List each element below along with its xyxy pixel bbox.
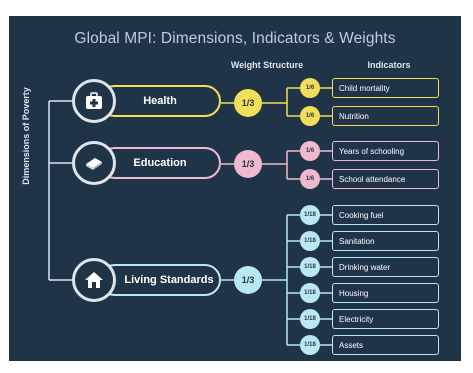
subweight-electricity: 1/18 — [300, 309, 320, 329]
weight-health: 1/3 — [234, 89, 262, 117]
subweight-child-mortality: 1/6 — [300, 78, 320, 98]
dimension-health: Health — [99, 85, 221, 117]
indicators-header: Indicators — [367, 60, 411, 70]
dimensions-axis-label: Dimensions of Poverty — [21, 87, 31, 185]
book-icon — [72, 141, 116, 185]
connector-lines — [48, 87, 332, 346]
subweight-housing: 1/18 — [300, 283, 320, 303]
subweight-drinking-water: 1/18 — [300, 257, 320, 277]
dimension-education: Education — [99, 147, 221, 179]
weight-structure-header: Weight Structure — [230, 60, 304, 70]
first-aid-kit-icon — [72, 79, 116, 123]
subweight-nutrition: 1/6 — [300, 106, 320, 126]
indicator-electricity: Electricity — [332, 309, 439, 329]
weight-living-standards: 1/3 — [234, 266, 262, 294]
house-icon — [72, 258, 116, 302]
dimension-living-standards-label: Living Standards — [124, 274, 214, 286]
indicator-cooking-fuel: Cooking fuel — [332, 205, 439, 225]
subweight-school-attendance: 1/6 — [300, 169, 320, 189]
indicator-child-mortality: Child mortality — [332, 78, 439, 98]
subweight-assets: 1/18 — [300, 335, 320, 355]
indicator-sanitation: Sanitation — [332, 231, 439, 251]
subweight-cooking-fuel: 1/18 — [300, 205, 320, 225]
weight-education: 1/3 — [234, 150, 262, 178]
indicator-years-of-schooling: Years of schooling — [332, 141, 439, 161]
indicator-housing: Housing — [332, 283, 439, 303]
mpi-diagram-panel: Global MPI: Dimensions, Indicators & Wei… — [9, 16, 461, 361]
diagram-title: Global MPI: Dimensions, Indicators & Wei… — [74, 30, 396, 47]
dimension-health-label: Health — [143, 95, 177, 107]
indicator-assets: Assets — [332, 335, 439, 355]
indicator-nutrition: Nutrition — [332, 106, 439, 126]
indicator-drinking-water: Drinking water — [332, 257, 439, 277]
dimension-education-label: Education — [133, 157, 187, 169]
indicator-school-attendance: School attendance — [332, 169, 439, 189]
dimension-living-standards: Living Standards — [99, 264, 221, 296]
subweight-sanitation: 1/18 — [300, 231, 320, 251]
subweight-years-of-schooling: 1/6 — [300, 141, 320, 161]
